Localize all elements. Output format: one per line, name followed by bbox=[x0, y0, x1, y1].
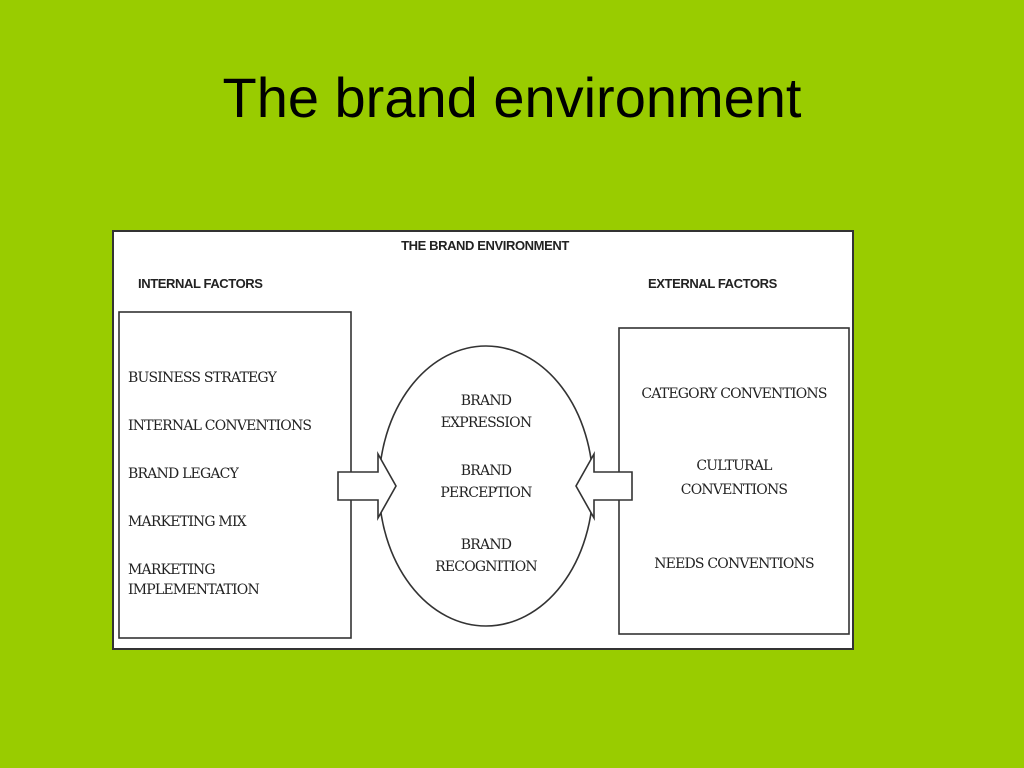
external-factor-item: CULTURAL CONVENTIONS bbox=[680, 458, 788, 498]
left-arrow bbox=[575, 450, 633, 522]
internal-factors-box bbox=[118, 311, 352, 639]
right-arrow bbox=[337, 450, 397, 522]
brand-environment-diagram: THE BRAND ENVIRONMENT INTERNAL FACTORS E… bbox=[112, 230, 854, 650]
external-factors-box bbox=[618, 327, 850, 635]
brand-center-item: BRAND EXPRESSION bbox=[440, 393, 532, 431]
diagram-title: THE BRAND ENVIRONMENT bbox=[401, 238, 569, 253]
external-factors-heading: EXTERNAL FACTORS bbox=[648, 276, 777, 291]
internal-factor-item: BUSINESS STRATEGY bbox=[128, 370, 277, 386]
slide-title: The brand environment bbox=[222, 66, 802, 129]
brand-center-item: BRAND RECOGNITION bbox=[435, 537, 538, 575]
external-factor-item: NEEDS CONVENTIONS bbox=[654, 556, 814, 572]
brand-center-item: BRAND PERCEPTION bbox=[440, 463, 532, 501]
external-factor-item: CATEGORY CONVENTIONS bbox=[641, 386, 827, 402]
internal-factors-heading: INTERNAL FACTORS bbox=[138, 276, 263, 291]
internal-factor-item: MARKETING MIX bbox=[128, 514, 247, 530]
diagram-shapes bbox=[118, 311, 850, 639]
internal-factor-item: MARKETING IMPLEMENTATION bbox=[128, 562, 260, 598]
internal-factor-item: BRAND LEGACY bbox=[128, 466, 239, 482]
internal-factor-item: INTERNAL CONVENTIONS bbox=[128, 418, 312, 434]
